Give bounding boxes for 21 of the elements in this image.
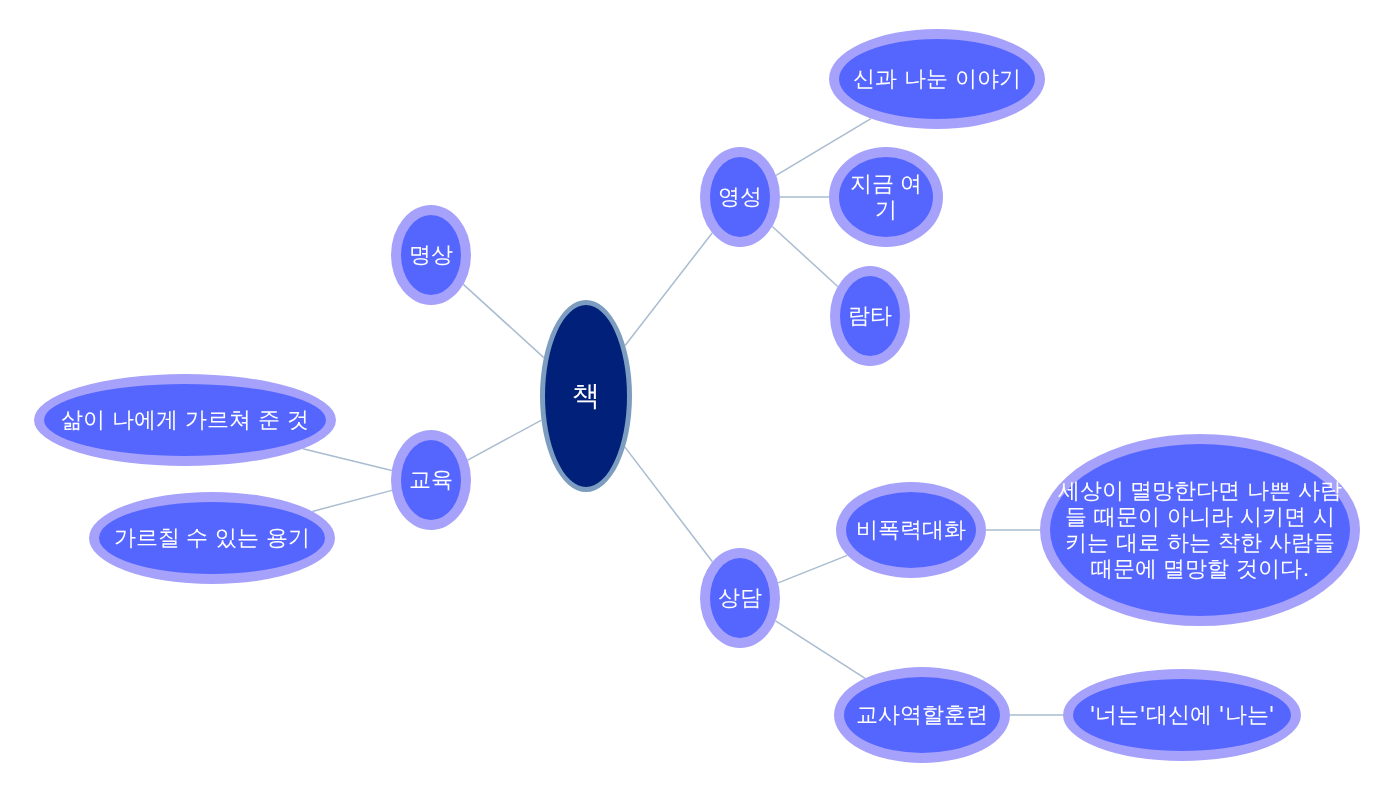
topic-ellipse: 람타 xyxy=(830,266,910,366)
topic-ellipse: 영성 xyxy=(700,147,780,247)
topic-ellipse: 가르칠 수 있는 용기 xyxy=(89,492,335,584)
connector-line xyxy=(624,446,714,563)
connector-line xyxy=(624,232,713,347)
connector-line xyxy=(302,448,393,472)
topic-ellipse: 교육 xyxy=(391,430,471,530)
topic-ellipse: 교사역할훈련 xyxy=(834,667,1010,763)
topic-ellipse: 명상 xyxy=(391,205,471,305)
connector-line xyxy=(985,529,1041,531)
topic-ellipse: 비폭력대화 xyxy=(836,482,986,578)
topic-ellipse: 지금 여기 xyxy=(829,147,943,247)
topic-ellipse: 상담 xyxy=(700,548,780,648)
connector-line xyxy=(771,225,839,288)
topic-ellipse: 세상이 멸망한다면 나쁜 사람들 때문이 아니라 시키면 시키는 대로 하는 착한 사람들때문에 멸망할 것이다. xyxy=(1040,434,1360,626)
connector-line xyxy=(1009,714,1064,716)
central-topic-ellipse: 책 xyxy=(540,300,632,492)
topic-ellipse: '너는'대신에 '나는' xyxy=(1063,669,1301,761)
topic-ellipse: 삶이 나에게 가르쳐 준 것 xyxy=(34,374,336,466)
connector-line xyxy=(779,196,830,198)
topic-ellipse: 신과 나눈 이야기 xyxy=(829,29,1045,129)
